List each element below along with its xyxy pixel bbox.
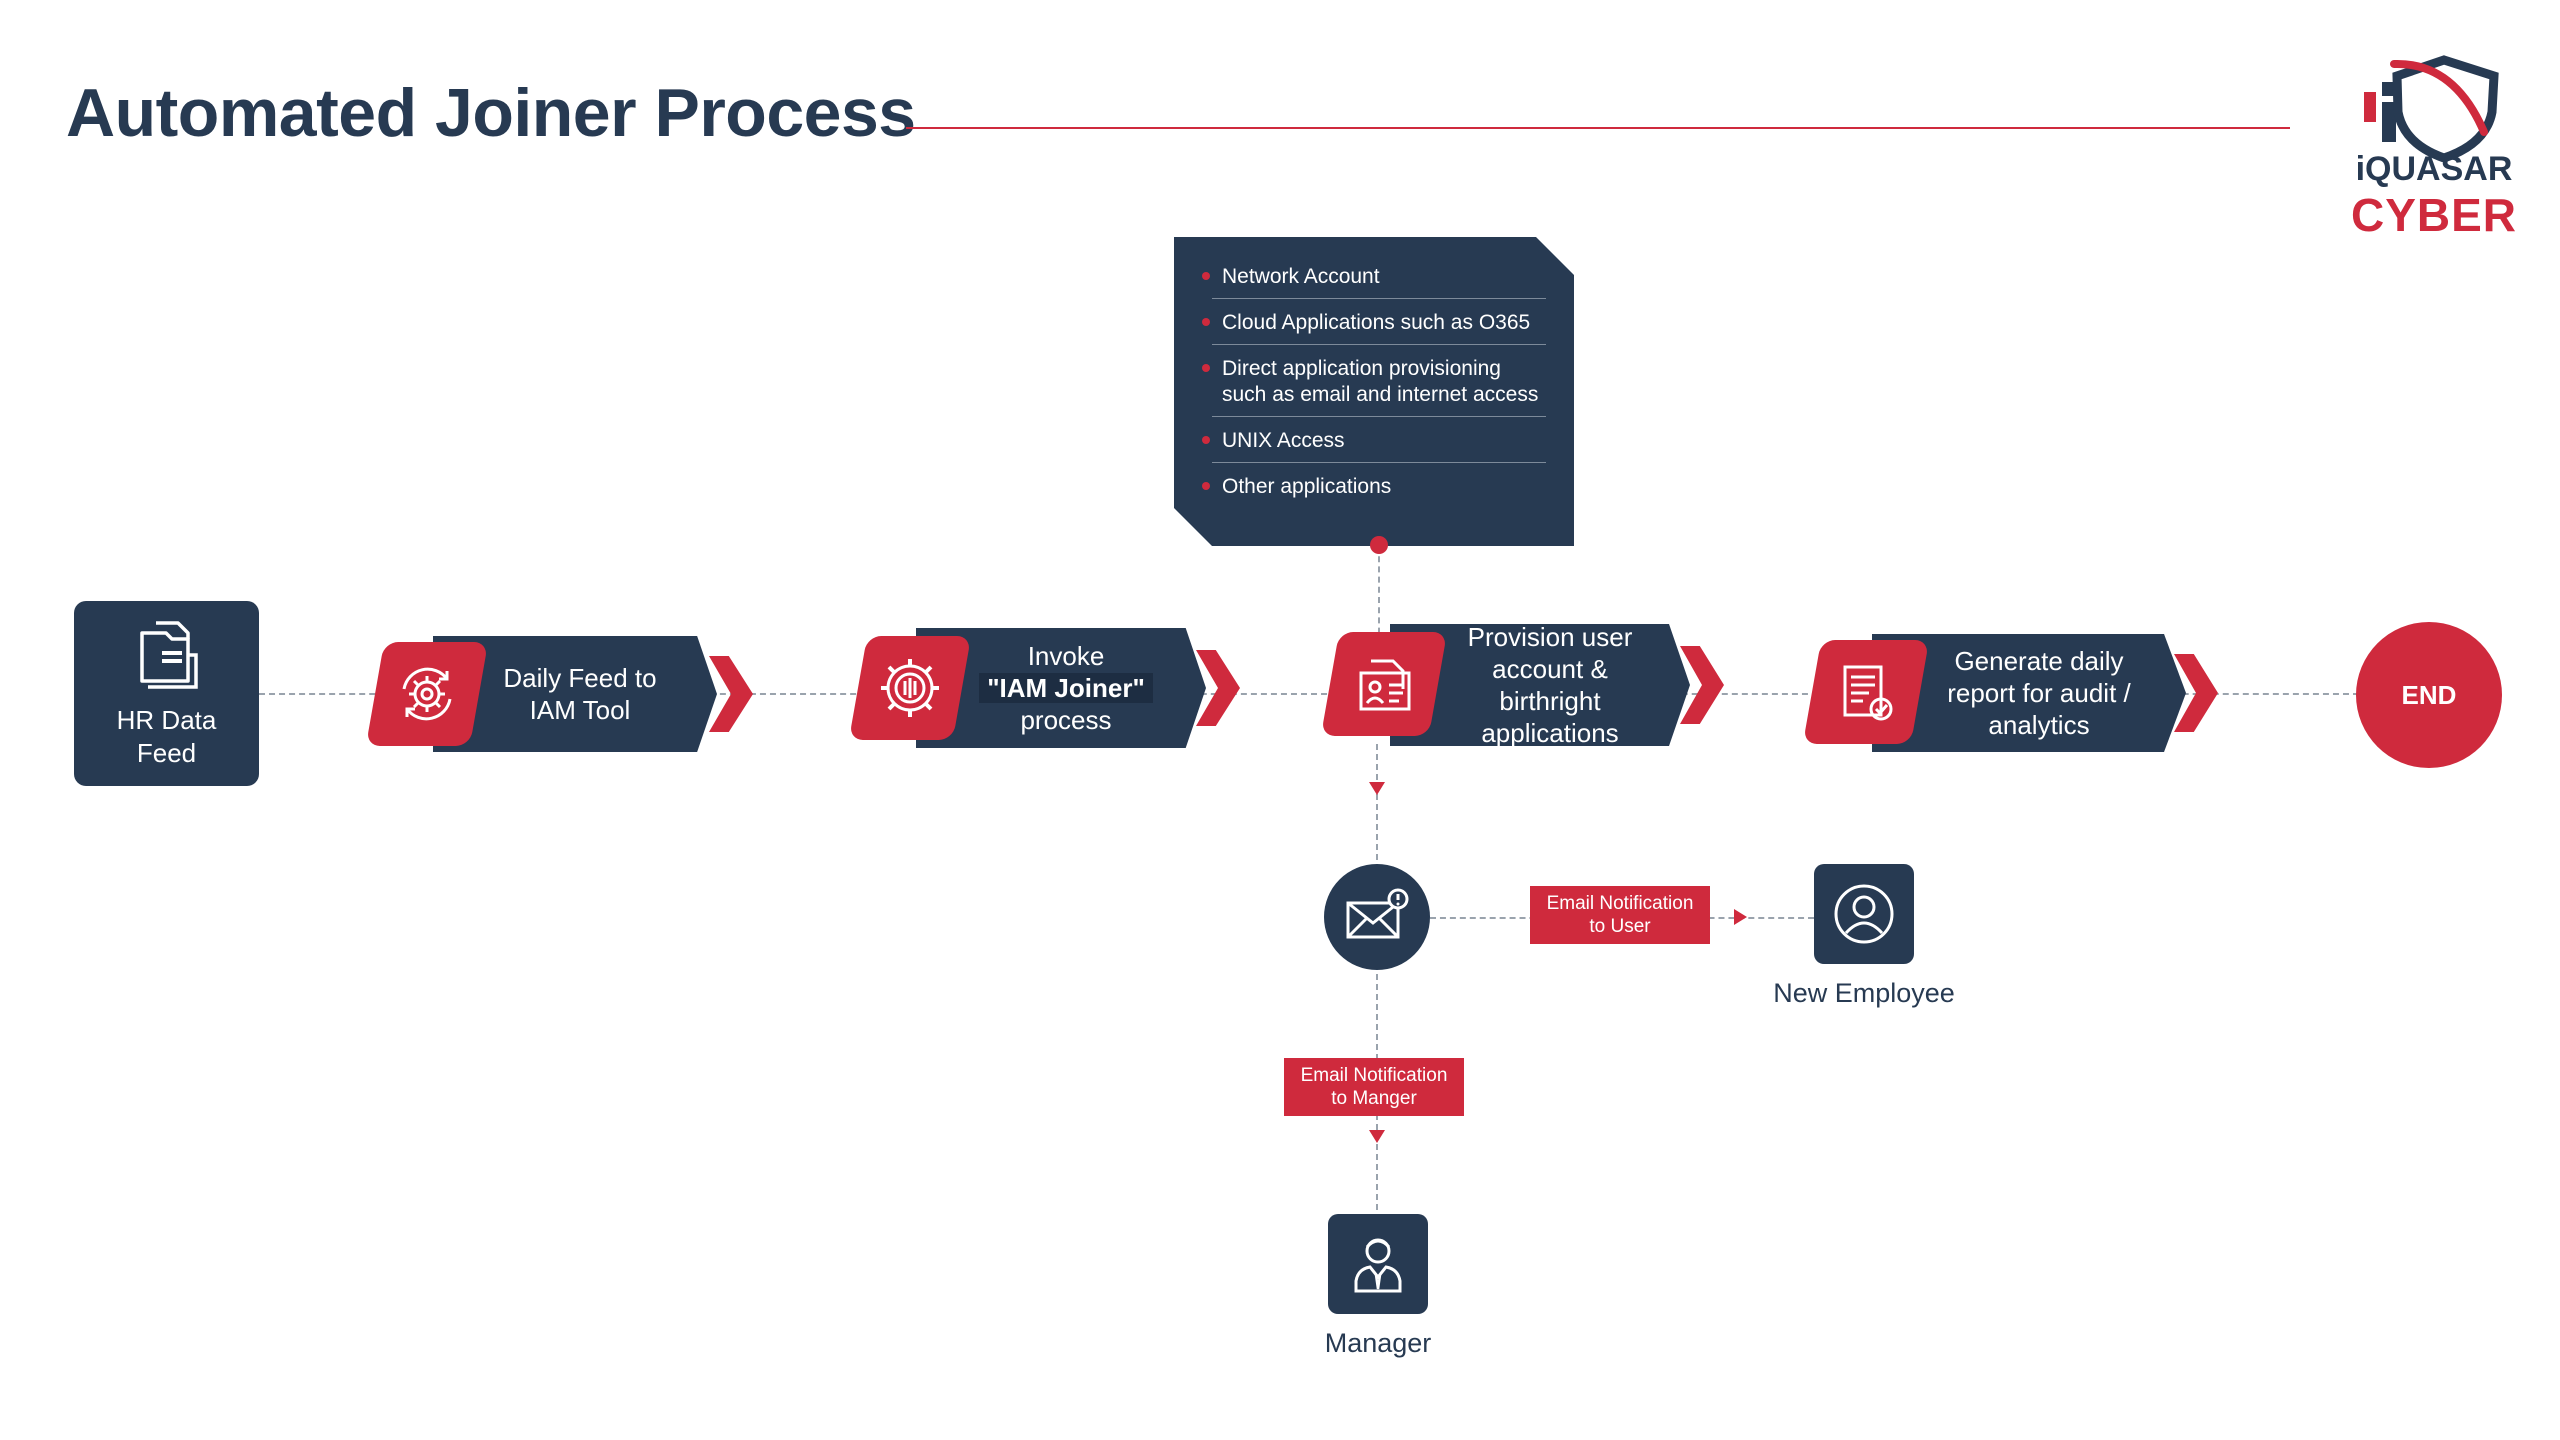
report-check-icon: [1843, 665, 1893, 721]
end-node: END: [2356, 622, 2502, 768]
hr-data-feed-card: HR Data Feed: [74, 601, 259, 786]
user-circle-icon: [1834, 884, 1894, 944]
step3-icon-box: [1320, 632, 1448, 736]
provisioning-info-box: Network Account Cloud Applications such …: [1174, 237, 1574, 546]
step3-line1: Provision user: [1467, 622, 1633, 652]
logo-text-line1: iQUASAR: [2355, 150, 2513, 188]
tag-email-to-manager: Email Notification to Manger: [1284, 1058, 1464, 1116]
title-divider: [906, 127, 2290, 129]
step-daily-feed: Daily Feed to IAM Tool: [365, 634, 755, 754]
page-title: Automated Joiner Process: [66, 75, 916, 151]
tag-user-line1: Email Notification: [1546, 893, 1694, 914]
list-item: UNIX Access: [1202, 425, 1546, 463]
provisioning-list: Network Account Cloud Applications such …: [1174, 237, 1574, 508]
step1-line1: Daily Feed to: [503, 663, 657, 693]
tag-manager-line2: to Manger: [1331, 1088, 1417, 1109]
info-connector-dot: [1370, 536, 1388, 554]
hr-card-label-line2: Feed: [136, 738, 197, 768]
step4-icon-box: [1802, 640, 1930, 744]
step2-line3: process: [1020, 705, 1112, 735]
step4-line3: analytics: [1988, 710, 2090, 740]
file-folder-icon: [140, 621, 198, 689]
refresh-gear-icon: [402, 667, 452, 721]
list-item: Other applications: [1202, 471, 1546, 508]
new-employee-label: New Employee: [1773, 978, 1955, 1008]
manager-card: [1328, 1214, 1428, 1314]
step2-highlight: "IAM Joiner": [979, 673, 1153, 703]
shield-logo-icon: [2364, 55, 2499, 162]
account-form-icon: [1359, 659, 1411, 711]
step4-line2: report for audit /: [1947, 678, 2131, 708]
step-invoke-iam-joiner: Invoke "IAM Joiner" process: [848, 628, 1240, 748]
list-item: Direct application provisioning such as …: [1202, 353, 1546, 417]
main-connector: [259, 693, 2359, 695]
new-employee-card: [1814, 864, 1914, 964]
step1-icon-box: [365, 642, 489, 746]
tag-manager-line1: Email Notification: [1300, 1065, 1448, 1086]
list-item: Network Account: [1202, 261, 1546, 299]
gear-icon: [881, 659, 939, 717]
step4-line1: Generate daily: [1954, 646, 2124, 676]
arrow-right-to-employee: [1734, 909, 1747, 925]
manager-icon: [1354, 1238, 1402, 1293]
manager-label: Manager: [1324, 1328, 1432, 1358]
step2-icon-box: [848, 636, 972, 740]
step3-line3: applications: [1481, 718, 1619, 748]
arrow-down-to-email: [1369, 782, 1385, 795]
email-alert-icon: [1346, 888, 1409, 939]
step2-line1: Invoke: [1027, 641, 1105, 671]
logo-text-line2: CYBER: [2350, 189, 2518, 241]
step3-line2: account & birthright: [1492, 654, 1608, 716]
email-notification-node: [1324, 864, 1430, 970]
arrow-down-to-manager: [1369, 1130, 1385, 1143]
step-provision-user: Provision user account & birthright appl…: [1318, 622, 1728, 750]
tag-user-line2: to User: [1589, 916, 1651, 937]
step-generate-report: Generate daily report for audit / analyt…: [1802, 632, 2222, 754]
logo: iQUASAR CYBER: [2334, 40, 2534, 241]
notification-connector: [1376, 744, 1378, 1220]
hr-card-label-line1: HR Data: [116, 705, 217, 735]
tag-email-to-user: Email Notification to User: [1530, 886, 1710, 944]
info-connector: [1378, 546, 1380, 654]
list-item: Cloud Applications such as O365: [1202, 307, 1546, 345]
step1-line2: IAM Tool: [529, 695, 631, 725]
